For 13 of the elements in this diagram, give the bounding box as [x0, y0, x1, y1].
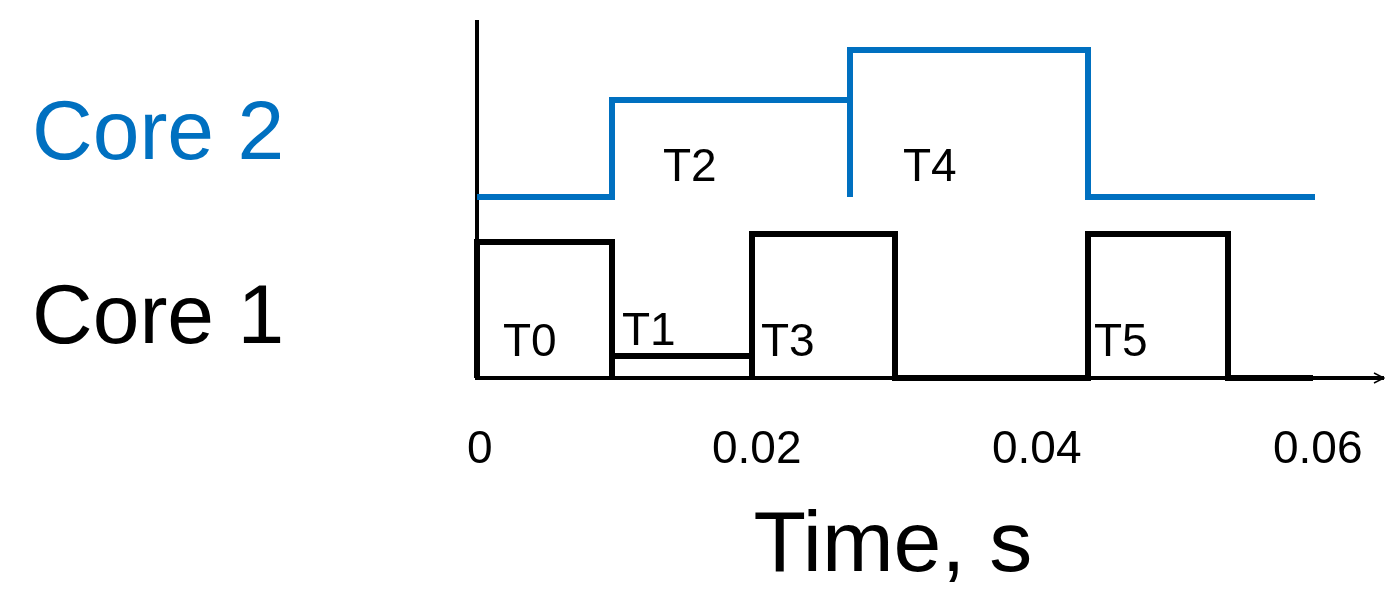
task-label: T3: [761, 317, 815, 363]
tick-label: 0.04: [992, 424, 1082, 470]
task-label: T0: [503, 317, 557, 363]
row-label: Core 1: [32, 272, 285, 356]
tick-label: 0.06: [1273, 424, 1363, 470]
task-label: T2: [663, 142, 717, 188]
tick-label: 0.02: [712, 424, 802, 470]
axis-title: Time, s: [753, 498, 1033, 584]
tick-label: 0: [467, 424, 493, 470]
task-label: T1: [622, 306, 676, 352]
task-label: T4: [903, 142, 957, 188]
row-label: Core 2: [32, 88, 285, 172]
task-label: T5: [1094, 317, 1148, 363]
